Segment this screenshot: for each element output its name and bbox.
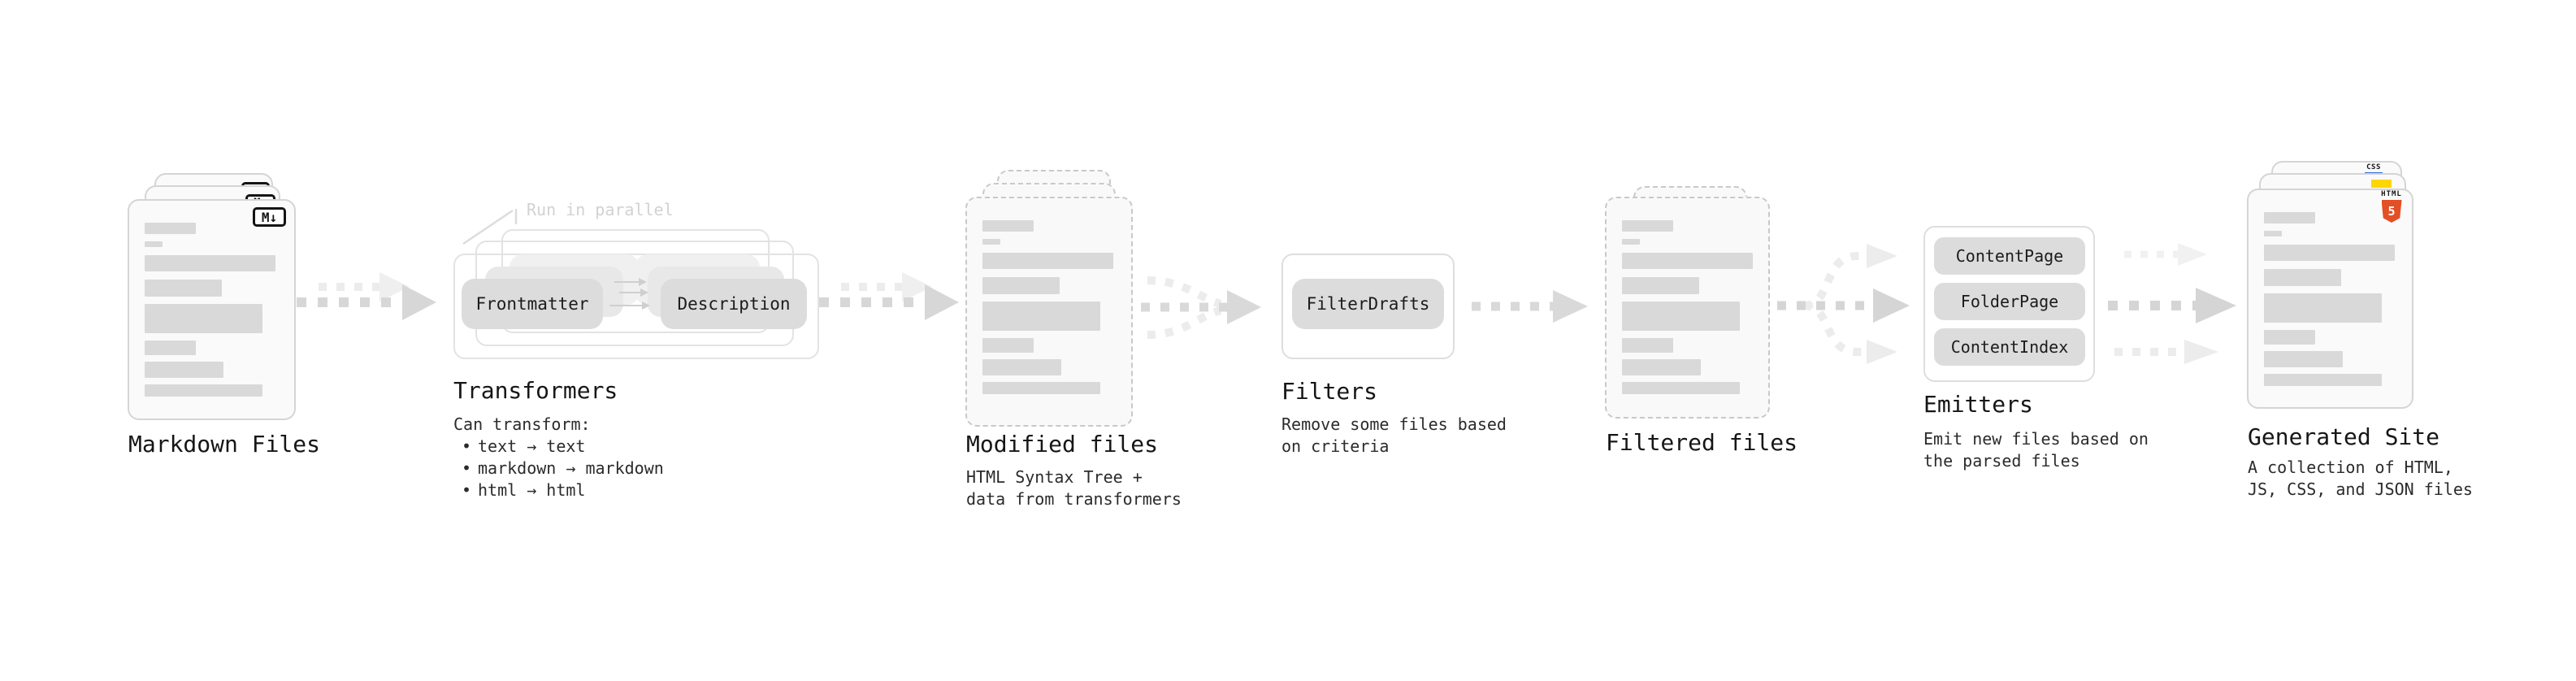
flow-arrow-transformers-to-modified: [819, 272, 959, 320]
flow-arrow-filters-to-filtered: [1472, 290, 1588, 323]
filters-description: Remove some files based on criteria: [1281, 414, 1507, 456]
js-file-icon: [2371, 180, 2392, 188]
annotation-leader-line: [462, 209, 518, 245]
generated-site-label: Generated Site: [2248, 423, 2440, 450]
filtered-files-label: Filtered files: [1606, 429, 1798, 456]
transform-mini-arrows: [609, 278, 650, 310]
transformers-description: Can transform: text → text markdown → ma…: [453, 414, 664, 501]
generated-site-description: A collection of HTML, JS, CSS, and JSON …: [2248, 458, 2473, 499]
filters-label: Filters: [1281, 378, 1378, 405]
html5-icon: HTML 5: [2375, 190, 2408, 223]
folderpage-pill: FolderPage: [1934, 283, 2085, 320]
emitters-label: Emitters: [1923, 391, 2033, 418]
transformer-box-front: [453, 254, 819, 359]
flow-arrow-filtered-to-emitters: [1777, 244, 1910, 364]
flow-arrow-modified-to-filters: [1141, 276, 1261, 339]
filtered-file-card-front: [1605, 197, 1770, 419]
file-content-bars: [2264, 212, 2395, 386]
file-content-bars: [982, 220, 1113, 394]
description-pill: Description: [661, 279, 807, 329]
run-in-parallel-annotation: Run in parallel: [527, 200, 674, 219]
flow-arrow-emitters-to-generated: [2108, 243, 2236, 364]
modified-files-description: HTML Syntax Tree + data from transformer…: [966, 467, 1182, 509]
contentindex-pill: ContentIndex: [1934, 328, 2085, 366]
transform-bullet: text → text: [453, 436, 664, 458]
frontmatter-pill: Frontmatter: [462, 279, 603, 329]
modified-file-card-front: [965, 197, 1133, 427]
emitters-description: Emit new files based on the parsed files: [1923, 429, 2149, 471]
file-content-bars: [1622, 220, 1753, 394]
markdown-files-label: Markdown Files: [128, 431, 321, 458]
file-content-bars: [145, 223, 275, 397]
generated-file-card-front: [2247, 189, 2413, 409]
flow-arrow-markdown-to-transformers: [297, 272, 436, 320]
filterdrafts-pill: FilterDrafts: [1292, 279, 1444, 329]
transform-bullet: html → html: [453, 479, 664, 501]
transform-bullet: markdown → markdown: [453, 458, 664, 479]
modified-files-label: Modified files: [966, 431, 1159, 458]
can-transform-heading: Can transform:: [453, 414, 591, 434]
markdown-file-card-front: M↓: [128, 199, 296, 420]
html5-shield: 5: [2381, 200, 2402, 223]
markdown-icon: M↓: [253, 207, 286, 227]
contentpage-pill: ContentPage: [1934, 237, 2085, 275]
transformers-label: Transformers: [453, 377, 618, 404]
